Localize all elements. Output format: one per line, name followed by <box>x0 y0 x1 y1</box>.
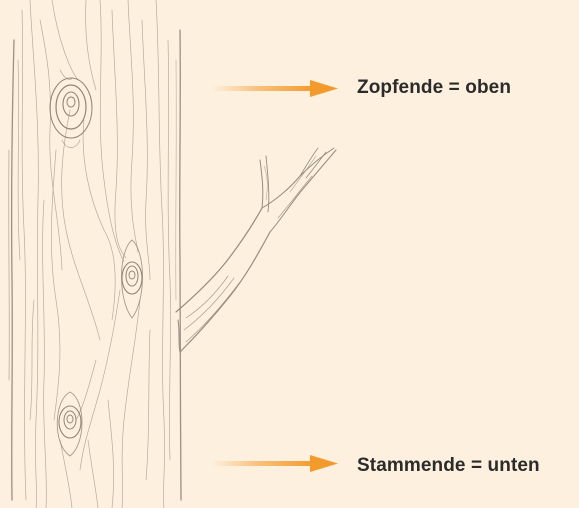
arrow-top <box>212 80 338 97</box>
branch <box>176 148 336 352</box>
label-top-end: Zopfende = oben <box>357 77 511 99</box>
arrow-bottom <box>212 455 338 472</box>
label-bottom-end: Stammende = unten <box>357 455 540 477</box>
trunk <box>9 30 181 500</box>
bark-grain <box>18 0 171 508</box>
knot <box>50 70 92 148</box>
